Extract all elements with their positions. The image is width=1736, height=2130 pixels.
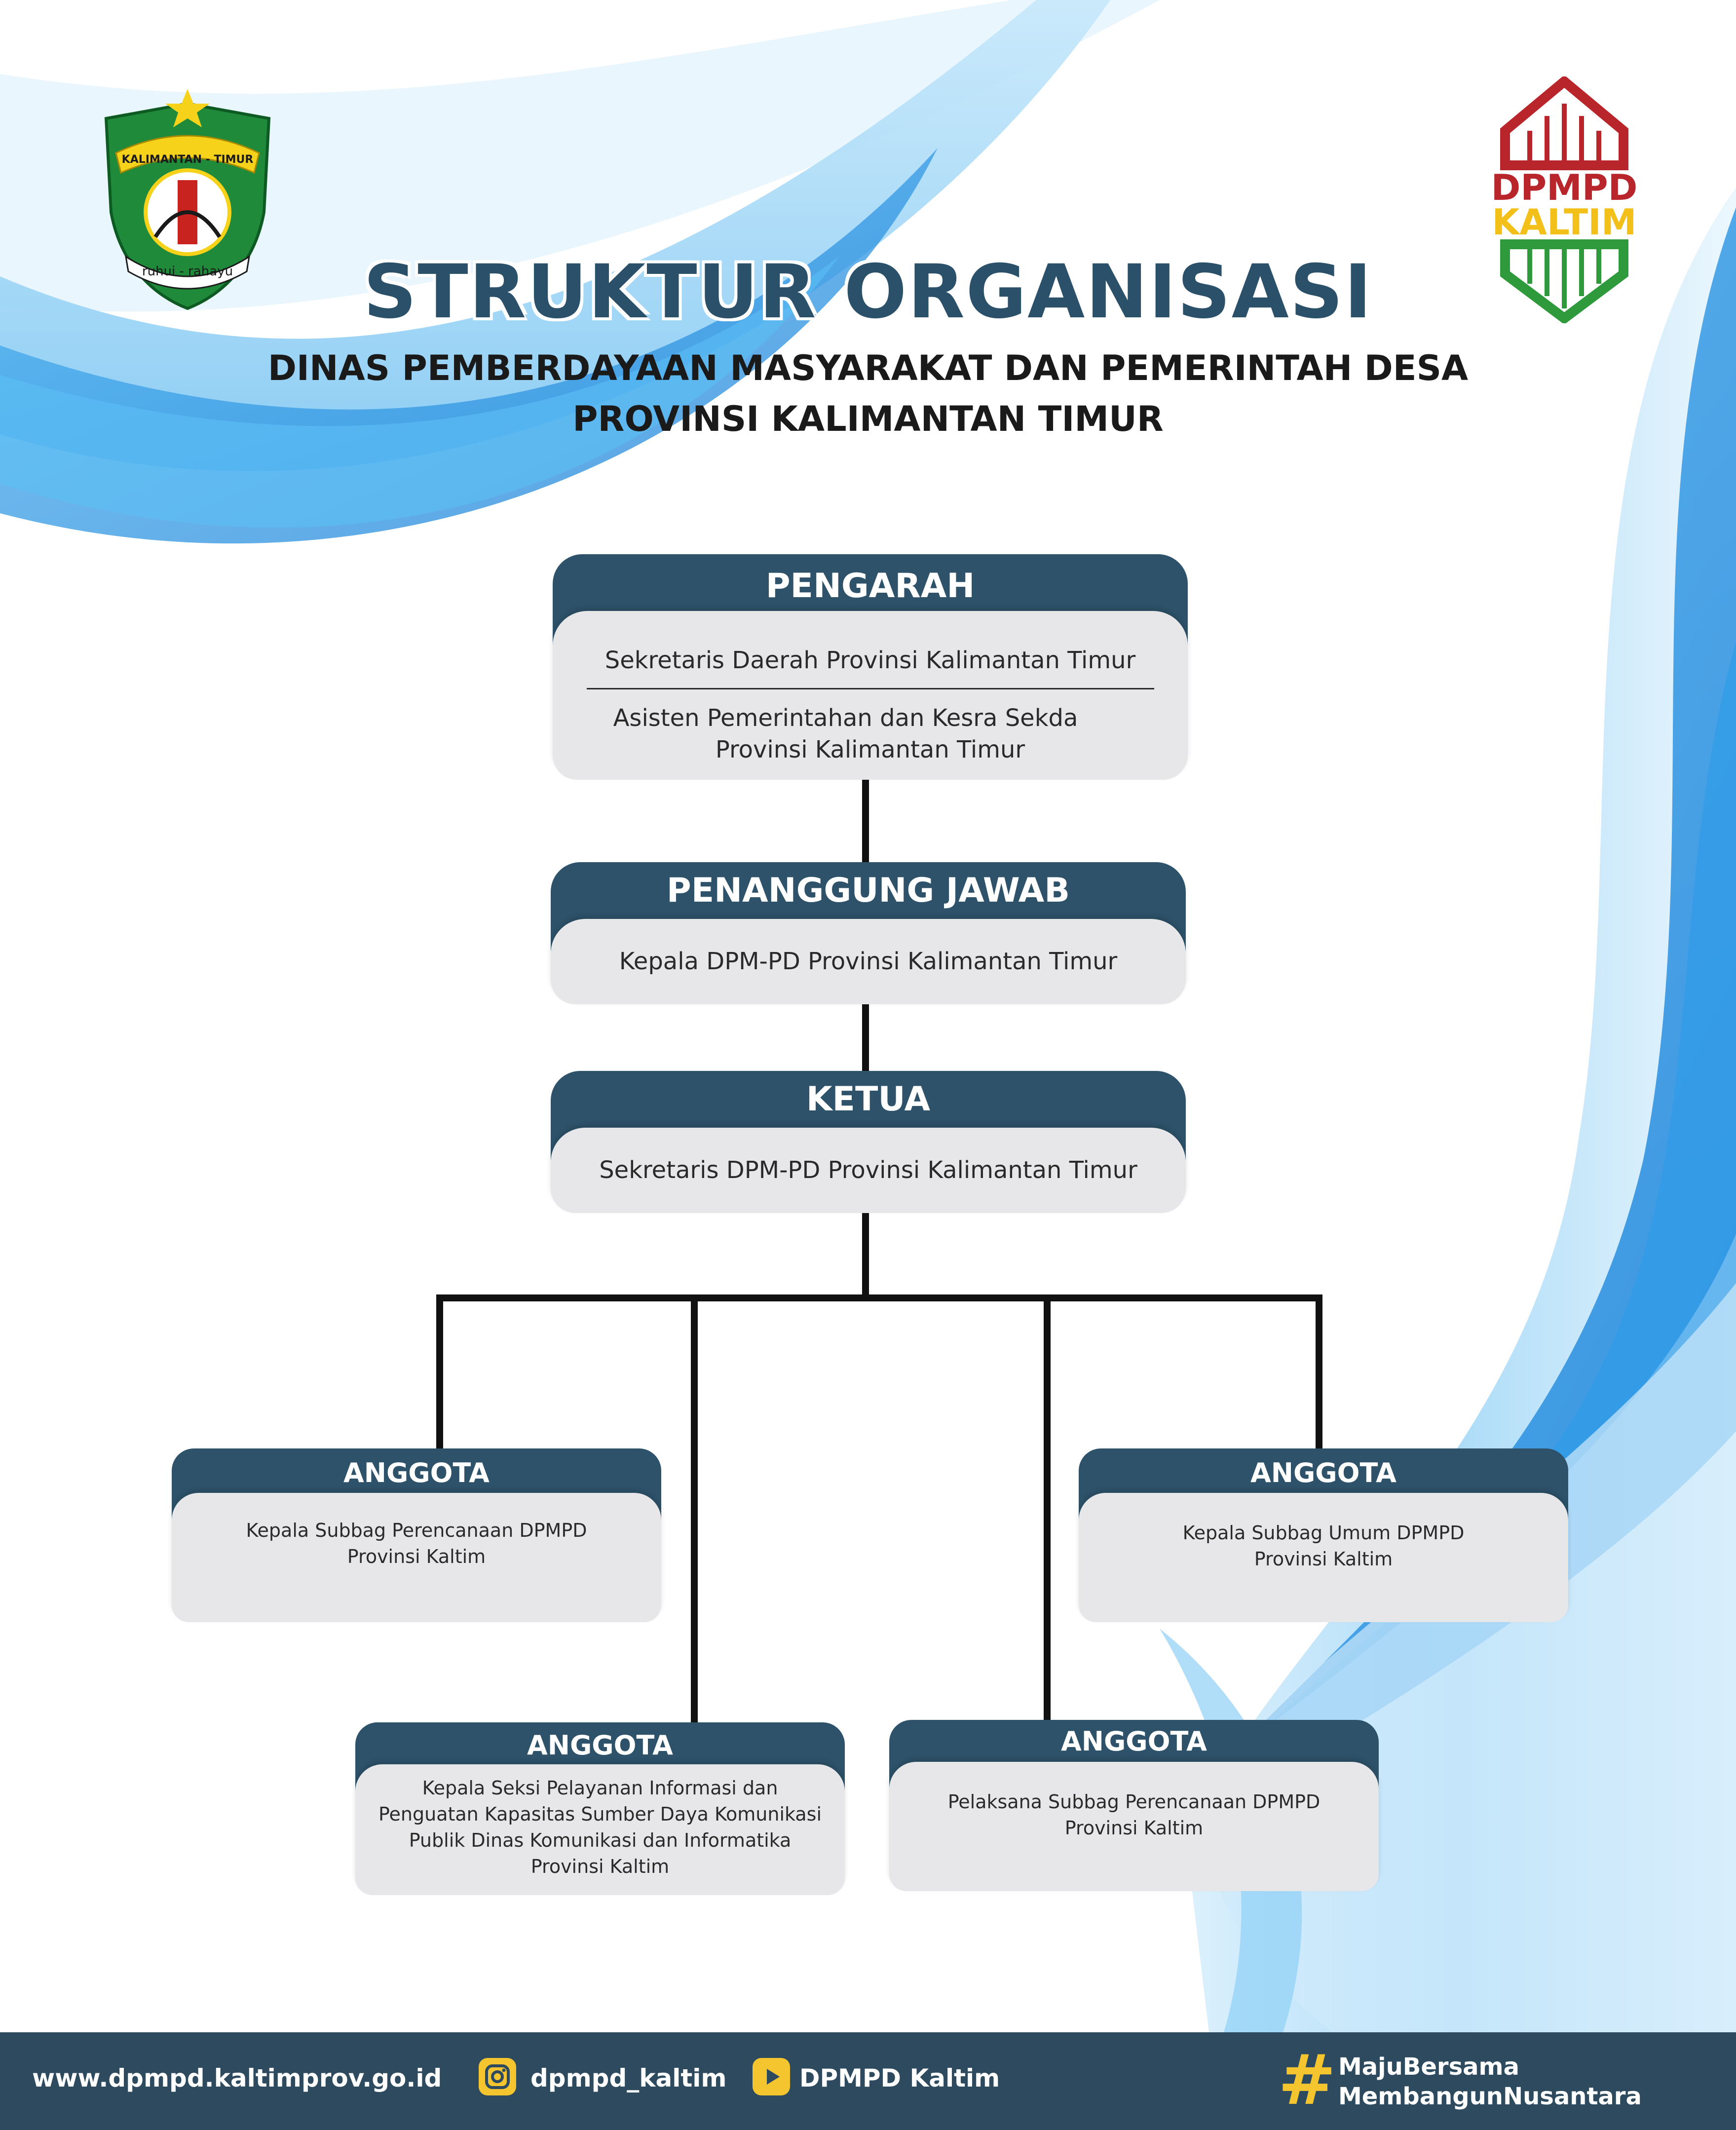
connector-to-anggota-1 — [436, 1294, 443, 1452]
box-pengarah: PENGARAH Sekretaris Daerah Provinsi Kali… — [553, 554, 1188, 780]
box-anggota-2-title: ANGGOTA — [527, 1730, 673, 1761]
box-anggota-3: ANGGOTA Pelaksana Subbag Perencanaan DPM… — [889, 1720, 1379, 1891]
page-title: STRUKTUR ORGANISASI — [363, 249, 1373, 335]
footer-hashtag-line2: MembangunNusantara — [1338, 2083, 1642, 2110]
box-penanggung-jawab-title: PENANGGUNG JAWAB — [666, 871, 1070, 910]
kaltim-emblem-logo: KALIMANTAN - TIMUR ruhui - rahayu — [104, 89, 271, 310]
anggota-4-line2: Provinsi Kaltim — [1254, 1548, 1393, 1570]
logo-dpmpd-text: DPMPD — [1491, 167, 1638, 208]
anggota-1-line1: Kepala Subbag Perencanaan DPMPD — [246, 1520, 587, 1541]
footer-hashtag-line1: MajuBersama — [1338, 2053, 1519, 2081]
footer-bar: www.dpmpd.kaltimprov.go.id dpmpd_kaltim … — [0, 2032, 1736, 2130]
box-pengarah-title: PENGARAH — [765, 567, 975, 606]
ketua-line1: Sekretaris DPM-PD Provinsi Kalimantan Ti… — [599, 1156, 1137, 1184]
connector-ketua-down — [862, 1212, 869, 1298]
box-anggota-2-body: Kepala Seksi Pelayanan Informasi dan Pen… — [355, 1764, 845, 1895]
anggota-1-line2: Provinsi Kaltim — [347, 1546, 486, 1567]
pengarah-divider — [586, 688, 1154, 689]
footer-youtube-channel[interactable]: DPMPD Kaltim — [799, 2064, 1000, 2092]
box-pengarah-body: Sekretaris Daerah Provinsi Kalimantan Ti… — [553, 611, 1188, 780]
box-anggota-4-body: Kepala Subbag Umum DPMPD Provinsi Kaltim — [1079, 1493, 1568, 1622]
instagram-icon[interactable] — [479, 2058, 516, 2095]
pengarah-line1: Sekretaris Daerah Provinsi Kalimantan Ti… — [604, 647, 1136, 674]
anggota-2-line3: Publik Dinas Komunikasi dan Informatika — [409, 1829, 792, 1851]
anggota-3-line1: Pelaksana Subbag Perencanaan DPMPD — [947, 1791, 1321, 1813]
pengarah-line3: Provinsi Kalimantan Timur — [715, 736, 1025, 763]
connector-horizontal-bar — [436, 1294, 1322, 1301]
page-subtitle-line2: PROVINSI KALIMANTAN TIMUR — [572, 399, 1164, 439]
box-anggota-2: ANGGOTA Kepala Seksi Pelayanan Informasi… — [355, 1722, 845, 1895]
footer-website-link[interactable]: www.dpmpd.kaltimprov.go.id — [32, 2064, 442, 2092]
anggota-4-line1: Kepala Subbag Umum DPMPD — [1182, 1522, 1465, 1544]
box-anggota-3-body: Pelaksana Subbag Perencanaan DPMPD Provi… — [889, 1762, 1379, 1891]
emblem-banner-text: KALIMANTAN - TIMUR — [122, 153, 254, 166]
connector-penanggung-to-ketua — [862, 1002, 869, 1076]
pengarah-line2: Asisten Pemerintahan dan Kesra Sekda — [613, 704, 1078, 732]
connector-to-anggota-2 — [691, 1294, 698, 1729]
anggota-3-line2: Provinsi Kaltim — [1064, 1817, 1204, 1839]
box-ketua-title: KETUA — [806, 1080, 931, 1119]
box-anggota-1-body: Kepala Subbag Perencanaan DPMPD Provinsi… — [172, 1493, 661, 1622]
dpmpd-kaltim-logo: DPMPD KALTIM — [1491, 76, 1638, 323]
hashtag-icon: # — [1278, 2040, 1336, 2121]
connector-to-anggota-3 — [1044, 1294, 1051, 1725]
box-anggota-4: ANGGOTA Kepala Subbag Umum DPMPD Provins… — [1079, 1448, 1568, 1622]
box-anggota-3-title: ANGGOTA — [1061, 1726, 1207, 1757]
box-ketua-body: Sekretaris DPM-PD Provinsi Kalimantan Ti… — [551, 1128, 1186, 1213]
penanggung-jawab-line1: Kepala DPM-PD Provinsi Kalimantan Timur — [619, 948, 1118, 975]
footer-instagram-handle[interactable]: dpmpd_kaltim — [530, 2064, 727, 2092]
youtube-icon[interactable] — [753, 2058, 790, 2095]
box-penanggung-jawab-body: Kepala DPM-PD Provinsi Kalimantan Timur — [551, 919, 1186, 1004]
box-anggota-4-title: ANGGOTA — [1250, 1457, 1396, 1488]
page-subtitle-line1: DINAS PEMBERDAYAAN MASYARAKAT DAN PEMERI… — [267, 348, 1469, 388]
box-ketua: KETUA Sekretaris DPM-PD Provinsi Kaliman… — [551, 1071, 1186, 1213]
box-anggota-1-title: ANGGOTA — [343, 1457, 490, 1488]
connector-to-anggota-4 — [1316, 1294, 1322, 1452]
emblem-motto-text: ruhui - rahayu — [142, 264, 233, 279]
box-penanggung-jawab: PENANGGUNG JAWAB Kepala DPM-PD Provinsi … — [551, 862, 1186, 1004]
anggota-2-line1: Kepala Seksi Pelayanan Informasi dan — [422, 1777, 778, 1799]
anggota-2-line4: Provinsi Kaltim — [530, 1856, 670, 1877]
box-anggota-1: ANGGOTA Kepala Subbag Perencanaan DPMPD … — [172, 1448, 661, 1622]
connector-pengarah-to-penanggung — [862, 777, 869, 866]
logo-kaltim-text: KALTIM — [1492, 201, 1636, 243]
anggota-2-line2: Penguatan Kapasitas Sumber Daya Komunika… — [378, 1803, 822, 1825]
